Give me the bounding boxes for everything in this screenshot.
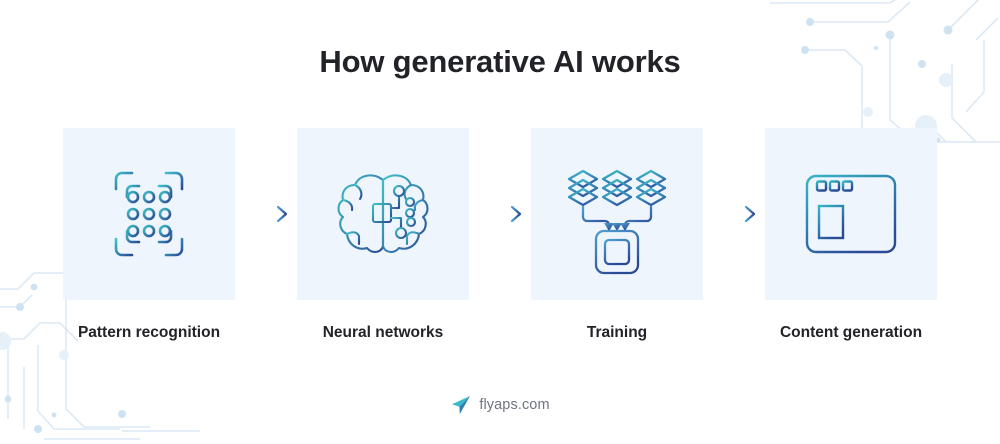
data-layers-to-chip-icon: [567, 169, 667, 279]
step-pattern-recognition[interactable]: Pattern recognition: [63, 128, 235, 342]
step-label: Neural networks: [322, 324, 444, 341]
step-label: Content generation: [779, 324, 923, 341]
step-neural-networks[interactable]: Neural networks: [297, 128, 469, 342]
arrow-right-icon: [477, 205, 522, 223]
neural-network-brain-chip-icon: [337, 174, 429, 253]
step-icon-card: [297, 128, 469, 300]
connector-arrow-3: [703, 128, 765, 300]
connector-arrow-1: [235, 128, 297, 300]
step-label: Pattern recognition: [77, 324, 221, 341]
step-icon-card: [63, 128, 235, 300]
pattern-recognition-icon: [114, 171, 184, 257]
page-title: How generative AI works: [319, 44, 681, 79]
step-icon-card: [531, 128, 703, 300]
step-training[interactable]: Training: [531, 128, 703, 342]
connector-arrow-2: [469, 128, 531, 300]
step-content-generation[interactable]: Content generation: [765, 128, 937, 342]
paper-plane-icon: [452, 396, 471, 414]
arrow-right-icon: [243, 205, 288, 223]
step-icon-card: [765, 128, 937, 300]
arrow-right-icon: [711, 205, 756, 223]
footer-logo[interactable]: flyaps.com: [0, 394, 1000, 416]
process-steps-row: Pattern recognition: [0, 128, 1000, 343]
step-label: Training: [586, 324, 648, 341]
footer-logo-text: flyaps.com: [479, 397, 550, 413]
browser-window-content-icon: [805, 174, 897, 254]
